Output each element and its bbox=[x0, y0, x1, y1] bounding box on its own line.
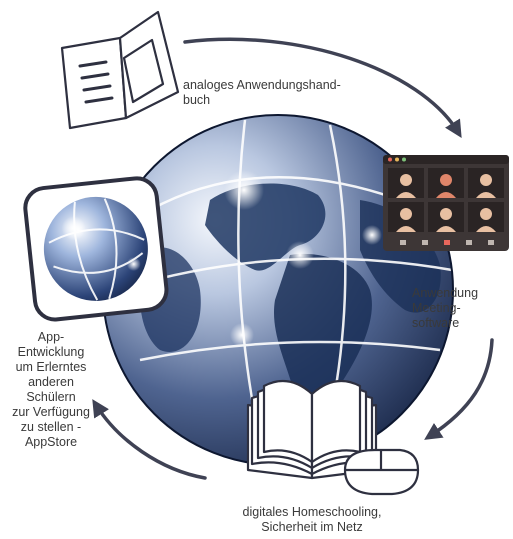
app-globe-icon bbox=[23, 176, 169, 322]
globe-icon bbox=[102, 114, 454, 466]
open-manual-icon bbox=[60, 10, 180, 130]
label-meeting-software: Anwendung Meeting- software bbox=[412, 286, 479, 330]
label-analog-manual: analoges Anwendungshand- buch bbox=[183, 78, 341, 107]
open-book-icon bbox=[246, 379, 378, 480]
cycle-arrows bbox=[92, 37, 494, 480]
arrow-homeschool-to-app bbox=[92, 399, 207, 480]
computer-mouse-icon bbox=[343, 448, 420, 496]
arrow-manual-to-meeting bbox=[183, 37, 462, 138]
label-app-development: App- Entwicklung um Erlerntes anderen Sc… bbox=[12, 330, 90, 449]
label-digital-homeschooling: digitales Homeschooling, Sicherheit im N… bbox=[242, 505, 382, 534]
arrow-meeting-to-homeschool bbox=[424, 338, 494, 440]
video-meeting-icon bbox=[383, 155, 509, 251]
meeting-avatars bbox=[388, 168, 504, 232]
